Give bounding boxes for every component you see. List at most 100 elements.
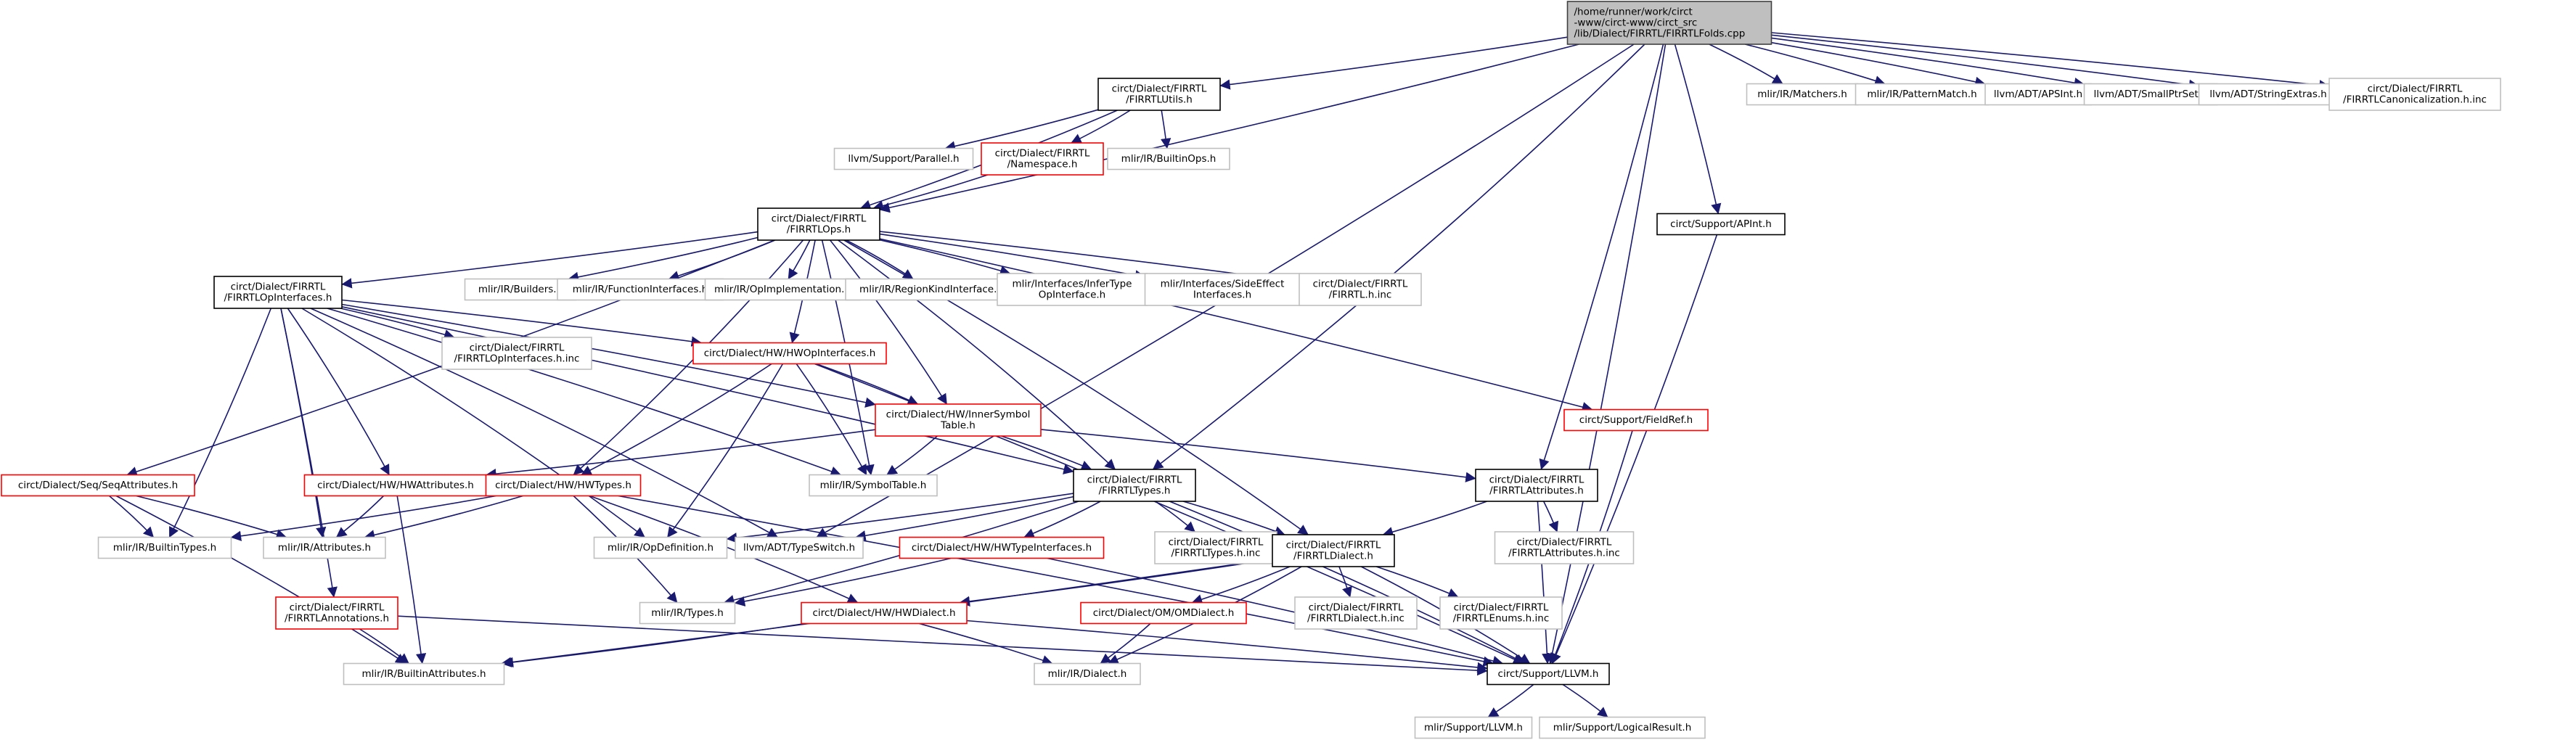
edge-opinterfaces-to-hwattrs xyxy=(287,308,390,476)
edge-firrtldialect-to-omdialect xyxy=(1191,566,1291,605)
node-box xyxy=(1034,662,1141,686)
node-firrtlannotations[interactable]: circt/Dialect/FIRRTL/FIRRTLAnnotations.h xyxy=(275,596,398,630)
node-box xyxy=(757,207,880,241)
node-label: mlir/IR/BuiltinOps.h xyxy=(1121,153,1217,165)
edge-hwtypeinterfaces-to-supportllvm xyxy=(1047,557,1503,666)
node-label: mlir/IR/SymbolTable.h xyxy=(820,480,927,491)
node-supportllvm[interactable]: circt/Support/LLVM.h xyxy=(1487,662,1610,686)
node-box xyxy=(875,403,1042,437)
node-regionkind: mlir/IR/RegionKindInterface.h xyxy=(845,278,1018,301)
node-label: llvm/ADT/SmallPtrSet.h xyxy=(2093,89,2207,100)
node-irtypes: mlir/IR/Types.h xyxy=(639,601,736,625)
node-namespace[interactable]: circt/Dialect/FIRRTL/Namespace.h xyxy=(981,142,1104,176)
node-hwopinterfaces[interactable]: circt/Dialect/HW/HWOpInterfaces.h xyxy=(692,342,887,365)
node-omdialect[interactable]: circt/Dialect/OM/OMDialect.h xyxy=(1080,601,1247,625)
edge-root-to-firrtlattrs xyxy=(1539,44,1664,470)
node-hwtypeinterfaces[interactable]: circt/Dialect/HW/HWTypeInterfaces.h xyxy=(899,536,1105,559)
node-box xyxy=(1539,716,1706,739)
node-firrtldialect[interactable]: circt/Dialect/FIRRTL/FIRRTLDialect.h xyxy=(1272,534,1395,567)
node-box xyxy=(1299,273,1422,306)
edge-firrtlops-to-firrtltypes xyxy=(838,239,1116,470)
edge-seqattrs-to-builtinattrs xyxy=(115,495,406,665)
edge-firrtlannotations-to-builtinattrs xyxy=(359,628,409,665)
node-label: llvm/Support/Parallel.h xyxy=(848,153,959,165)
node-label: mlir/IR/OpDefinition.h xyxy=(608,542,713,554)
node-root[interactable]: /home/runner/work/circt-www/circt-www/ci… xyxy=(1566,1,1772,45)
node-label: mlir/IR/PatternMatch.h xyxy=(1867,89,1976,100)
node-box xyxy=(1272,534,1395,567)
node-label: mlir/IR/Attributes.h xyxy=(278,542,371,554)
node-label: /FIRRTL.h.inc xyxy=(1329,289,1392,301)
node-firrtlutils[interactable]: circt/Dialect/FIRRTL/FIRRTLUtils.h xyxy=(1097,78,1221,111)
edge-innersymbol-to-symboltable xyxy=(886,435,938,476)
node-label: mlir/IR/Matchers.h xyxy=(1757,89,1847,100)
edge-firrtltypes-to-firrtldialect xyxy=(1182,501,1285,536)
node-label: /FIRRTLDialect.h.inc xyxy=(1307,613,1404,625)
edge-hwtypes-to-supportllvm xyxy=(618,495,1495,667)
node-seqattrs[interactable]: circt/Dialect/Seq/SeqAttributes.h xyxy=(1,474,195,497)
edge-firrtlattrs-to-supportllvm xyxy=(1537,501,1553,665)
node-firrtlenumsinc: circt/Dialect/FIRRTL/FIRRTLEnums.h.inc xyxy=(1439,596,1563,630)
node-label: mlir/IR/Builders.h xyxy=(478,284,563,295)
edge-seqattrs-to-attributes xyxy=(136,495,287,540)
node-apsint: llvm/ADT/APSInt.h xyxy=(1984,83,2092,106)
node-box xyxy=(801,601,968,625)
node-builtinops: mlir/IR/BuiltinOps.h xyxy=(1107,147,1230,170)
node-box xyxy=(639,601,736,625)
edge-firrtlops-to-infertype xyxy=(879,239,1011,276)
node-label: -www/circt-www/circt_src xyxy=(1574,17,1698,29)
edge-opinterfaces-to-builtintypes xyxy=(168,308,272,538)
edge-firrtlutils-to-builtinops xyxy=(1160,110,1172,149)
edge-root-to-matchers xyxy=(1709,44,1783,85)
node-label: circt/Dialect/FIRRTL xyxy=(1112,83,1207,95)
node-hwattrs[interactable]: circt/Dialect/HW/HWAttributes.h xyxy=(303,474,488,497)
node-label: circt/Dialect/FIRRTL xyxy=(2368,83,2463,95)
edge-hwtypes-to-attributes xyxy=(364,495,523,540)
edge-hwtypeinterfaces-to-irtypes xyxy=(734,557,952,607)
node-label: llvm/ADT/APSInt.h xyxy=(1994,89,2082,100)
edge-firrtlops-to-fieldref xyxy=(879,238,1593,413)
node-hwdialect[interactable]: circt/Dialect/HW/HWDialect.h xyxy=(801,601,968,625)
node-label: mlir/Support/LLVM.h xyxy=(1424,722,1523,733)
node-box xyxy=(213,276,343,309)
edge-firrtlops-to-opinterfaces xyxy=(341,231,759,289)
node-label: circt/Dialect/Seq/SeqAttributes.h xyxy=(18,480,178,491)
node-supportapint[interactable]: circt/Support/APInt.h xyxy=(1656,213,1786,236)
node-label: /Namespace.h xyxy=(1007,159,1078,170)
node-box xyxy=(1746,83,1859,106)
edge-hwopinterfaces-to-hwtypes xyxy=(581,363,772,476)
node-label: circt/Dialect/FIRRTL xyxy=(1313,279,1408,290)
node-box xyxy=(263,536,386,559)
edge-root-to-firrtlutils xyxy=(1219,36,1568,90)
node-box xyxy=(809,474,938,497)
node-hwtypes[interactable]: circt/Dialect/HW/HWTypes.h xyxy=(485,474,642,497)
node-firrtltypes[interactable]: circt/Dialect/FIRRTL/FIRRTLTypes.h xyxy=(1073,469,1196,502)
node-builtintypes: mlir/IR/BuiltinTypes.h xyxy=(97,536,232,559)
node-label: circt/Support/APInt.h xyxy=(1670,218,1772,230)
edge-supportapint-to-supportllvm xyxy=(1551,234,1718,665)
node-fieldref[interactable]: circt/Support/FieldRef.h xyxy=(1563,408,1709,432)
edge-opinterfaces-to-hwopinterfaces xyxy=(341,299,703,347)
edge-supportllvm-to-mlirllvm xyxy=(1487,683,1534,718)
node-label: circt/Dialect/HW/HWAttributes.h xyxy=(317,480,474,491)
edge-hwtypes-to-builtintypes xyxy=(230,495,496,541)
node-box xyxy=(1439,596,1563,630)
edge-opinterfaces-to-opdefinition xyxy=(301,308,645,538)
node-firrtlops[interactable]: circt/Dialect/FIRRTL/FIRRTLOps.h xyxy=(757,207,880,241)
edge-opinterfaces-to-typeswitch xyxy=(310,308,779,538)
node-opinterfaces[interactable]: circt/Dialect/FIRRTL/FIRRTLOpInterfaces.… xyxy=(213,276,343,309)
edge-firrtltypes-to-hwtypeinterfaces xyxy=(1023,501,1101,538)
node-label: circt/Dialect/FIRRTL xyxy=(1087,474,1182,486)
node-label: circt/Dialect/FIRRTL xyxy=(1309,602,1404,614)
node-label: circt/Dialect/HW/HWTypes.h xyxy=(495,480,631,491)
node-smallptrset: llvm/ADT/SmallPtrSet.h xyxy=(2083,83,2218,106)
node-irdialect: mlir/IR/Dialect.h xyxy=(1034,662,1141,686)
node-label: mlir/Interfaces/SideEffect xyxy=(1161,279,1285,290)
node-label: circt/Dialect/FIRRTL xyxy=(1489,474,1585,486)
node-label: mlir/Support/LogicalResult.h xyxy=(1553,722,1692,733)
node-firrtlattrs[interactable]: circt/Dialect/FIRRTL/FIRRTLAttributes.h xyxy=(1475,469,1598,502)
edge-firrtlattrs-to-firrtlattrsinc xyxy=(1542,501,1559,533)
node-label: mlir/IR/RegionKindInterface.h xyxy=(859,284,1003,295)
